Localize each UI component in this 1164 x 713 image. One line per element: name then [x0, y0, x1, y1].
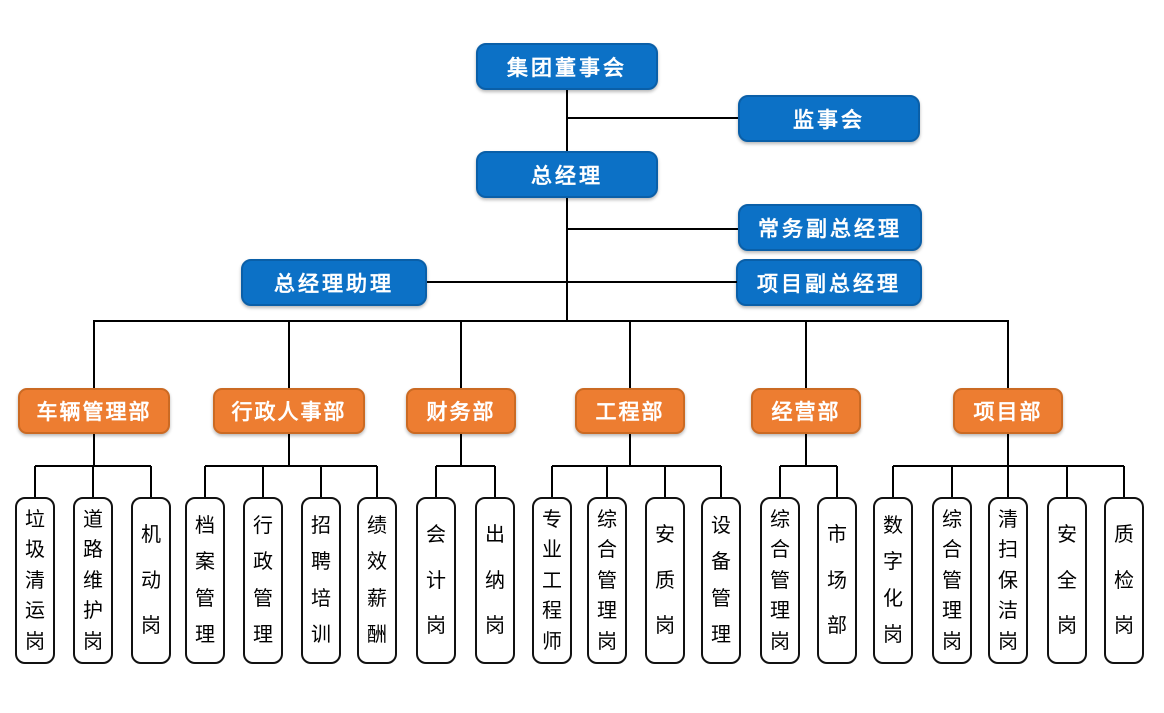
connector-drop-position-4-0	[779, 466, 781, 497]
connector-child-bus-0	[35, 465, 151, 467]
node-project-deputy-gm[interactable]: 项目副总经理	[736, 259, 922, 306]
connector-drop-dept-3	[629, 322, 631, 388]
connector-drop-dept-4	[805, 322, 807, 388]
connector-child-bus-3	[552, 465, 721, 467]
connector-drop-dept-0	[93, 322, 95, 388]
dept-node-2[interactable]: 财务部	[406, 388, 516, 434]
dept-node-0[interactable]: 车辆管理部	[18, 388, 170, 434]
connector-stem-dept-5	[1007, 434, 1009, 465]
dept-label: 车辆管理部	[36, 401, 152, 424]
node-board-of-directors[interactable]: 集团董事会	[476, 43, 658, 90]
connector-drop-position-4-1	[836, 466, 838, 497]
connector-drop-position-0-0	[34, 466, 36, 497]
dept-node-3[interactable]: 工程部	[575, 388, 685, 434]
connector-drop-position-1-0	[204, 466, 206, 497]
connector-child-bus-4	[780, 465, 837, 467]
connector-to-supervisory-board	[567, 117, 738, 119]
connector-drop-position-3-3	[720, 466, 722, 497]
position-node-3-3[interactable]: 设备管理	[701, 497, 741, 664]
node-general-manager[interactable]: 总经理	[476, 151, 658, 198]
connector-drop-position-2-1	[494, 466, 496, 497]
connector-drop-position-5-4	[1123, 466, 1125, 497]
connector-drop-position-3-0	[551, 466, 553, 497]
node-gm-assistant[interactable]: 总经理助理	[241, 259, 427, 306]
position-node-1-2[interactable]: 招聘培训	[301, 497, 341, 664]
position-node-2-0[interactable]: 会计岗	[416, 497, 456, 664]
position-node-1-1[interactable]: 行政管理	[243, 497, 283, 664]
position-node-5-3[interactable]: 安全岗	[1047, 497, 1087, 664]
connector-drop-position-5-1	[951, 466, 953, 497]
position-node-5-1[interactable]: 综合管理岗	[932, 497, 972, 664]
connector-drop-position-5-3	[1066, 466, 1068, 497]
connector-stem-dept-4	[805, 434, 807, 465]
position-node-2-1[interactable]: 出纳岗	[475, 497, 515, 664]
dept-label: 行政人事部	[231, 401, 347, 424]
connector-child-bus-1	[205, 465, 377, 467]
connector-drop-position-0-1	[92, 466, 94, 497]
connector-stem-dept-2	[460, 434, 462, 465]
node-board-of-directors-label: 集团董事会	[507, 56, 627, 80]
connector-child-bus-5	[893, 465, 1124, 467]
position-node-3-1[interactable]: 综合管理岗	[587, 497, 627, 664]
dept-node-1[interactable]: 行政人事部	[213, 388, 365, 434]
node-gm-assistant-label: 总经理助理	[274, 272, 394, 296]
position-node-0-0[interactable]: 垃圾清运岗	[15, 497, 55, 664]
dept-label: 财务部	[426, 401, 496, 424]
connector-drop-position-5-0	[892, 466, 894, 497]
connector-board-to-gm	[566, 90, 568, 151]
connector-drop-position-5-2	[1007, 466, 1009, 497]
connector-drop-dept-2	[460, 322, 462, 388]
dept-node-5[interactable]: 项目部	[953, 388, 1063, 434]
connector-drop-position-2-0	[435, 466, 437, 497]
connector-drop-dept-1	[288, 322, 290, 388]
connector-drop-position-3-2	[664, 466, 666, 497]
node-executive-deputy-gm-label: 常务副总经理	[758, 217, 902, 241]
dept-label: 项目部	[973, 401, 1043, 424]
position-node-0-1[interactable]: 道路维护岗	[73, 497, 113, 664]
connector-main-bus	[93, 320, 1009, 322]
connector-drop-position-0-2	[150, 466, 152, 497]
connector-drop-position-1-2	[320, 466, 322, 497]
connector-stem-dept-0	[93, 434, 95, 465]
node-supervisory-board[interactable]: 监事会	[738, 95, 920, 142]
dept-label: 经营部	[771, 401, 841, 424]
node-general-manager-label: 总经理	[531, 164, 603, 188]
position-node-4-1[interactable]: 市场部	[817, 497, 857, 664]
connector-drop-position-1-1	[262, 466, 264, 497]
connector-assistant-deputy	[427, 281, 737, 283]
dept-node-4[interactable]: 经营部	[751, 388, 861, 434]
position-node-5-2[interactable]: 清扫保洁岗	[988, 497, 1028, 664]
position-node-5-4[interactable]: 质检岗	[1104, 497, 1144, 664]
connector-drop-position-1-3	[376, 466, 378, 497]
connector-drop-position-3-1	[606, 466, 608, 497]
position-node-3-0[interactable]: 专业工程师	[532, 497, 572, 664]
dept-label: 工程部	[595, 401, 665, 424]
node-supervisory-board-label: 监事会	[793, 108, 865, 132]
connector-stem-dept-3	[629, 434, 631, 465]
node-executive-deputy-gm[interactable]: 常务副总经理	[738, 204, 922, 251]
connector-gm-trunk	[566, 198, 568, 322]
position-node-4-0[interactable]: 综合管理岗	[760, 497, 800, 664]
connector-child-bus-2	[436, 465, 495, 467]
position-node-1-3[interactable]: 绩效薪酬	[357, 497, 397, 664]
position-node-3-2[interactable]: 安质岗	[645, 497, 685, 664]
position-node-5-0[interactable]: 数字化岗	[873, 497, 913, 664]
node-project-deputy-gm-label: 项目副总经理	[757, 272, 901, 296]
connector-stem-dept-1	[288, 434, 290, 465]
connector-drop-dept-5	[1007, 322, 1009, 388]
connector-to-executive-deputy	[567, 228, 738, 230]
position-node-1-0[interactable]: 档案管理	[185, 497, 225, 664]
position-node-0-2[interactable]: 机动岗	[131, 497, 171, 664]
